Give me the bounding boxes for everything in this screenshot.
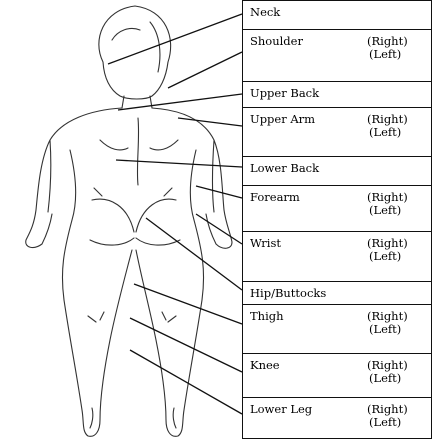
left-arm-outline bbox=[26, 108, 122, 247]
region-row[interactable]: Wrist (Right)(Left) bbox=[243, 231, 431, 281]
region-label: Lower Leg bbox=[250, 403, 312, 416]
ankle-marks bbox=[90, 408, 176, 428]
side-options: (Right)(Left) bbox=[367, 403, 408, 429]
leader-lines bbox=[108, 14, 242, 414]
region-row[interactable]: Neck bbox=[243, 1, 431, 29]
side-options: (Right)(Left) bbox=[367, 191, 408, 217]
leader-shoulder bbox=[168, 52, 242, 88]
region-row[interactable]: Lower Back bbox=[243, 156, 431, 185]
right-arm-outline bbox=[152, 108, 232, 248]
region-label: Knee bbox=[250, 359, 280, 372]
knee-marks bbox=[88, 312, 176, 322]
shoulder-blades bbox=[100, 140, 178, 150]
region-label: Shoulder bbox=[250, 35, 303, 48]
region-row[interactable]: Upper Arm (Right)(Left) bbox=[243, 107, 431, 156]
side-options: (Right)(Left) bbox=[367, 359, 408, 385]
leader-wrist bbox=[196, 214, 242, 244]
leader-knee bbox=[130, 318, 242, 372]
right-leg-outline bbox=[136, 250, 202, 436]
side-options: (Right)(Left) bbox=[367, 35, 408, 61]
leader-upper-arm bbox=[178, 118, 242, 126]
leader-hip bbox=[146, 218, 242, 290]
region-row[interactable]: Hip/Buttocks bbox=[243, 281, 431, 304]
region-label: Thigh bbox=[250, 310, 284, 323]
side-left-option[interactable]: (Left) bbox=[367, 323, 408, 336]
leader-neck bbox=[108, 14, 242, 64]
side-left-option[interactable]: (Left) bbox=[367, 204, 408, 217]
side-options: (Right)(Left) bbox=[367, 237, 408, 263]
left-leg-outline bbox=[64, 250, 132, 436]
side-options: (Right)(Left) bbox=[367, 113, 408, 139]
side-left-option[interactable]: (Left) bbox=[367, 250, 408, 263]
region-row[interactable]: Knee (Right)(Left) bbox=[243, 353, 431, 397]
leader-lower-leg bbox=[130, 350, 242, 414]
region-label: Neck bbox=[250, 6, 280, 19]
region-label: Forearm bbox=[250, 191, 300, 204]
side-left-option[interactable]: (Left) bbox=[367, 48, 408, 61]
region-row[interactable]: Upper Back bbox=[243, 81, 431, 107]
region-row[interactable]: Thigh (Right)(Left) bbox=[243, 304, 431, 353]
leader-lower-back bbox=[116, 160, 242, 167]
buttocks-outline bbox=[90, 188, 180, 245]
side-left-option[interactable]: (Left) bbox=[367, 416, 408, 429]
region-label: Lower Back bbox=[250, 162, 319, 175]
leader-forearm bbox=[196, 186, 242, 198]
hip-outline bbox=[62, 220, 203, 300]
region-label: Hip/Buttocks bbox=[250, 287, 326, 300]
region-label: Upper Arm bbox=[250, 113, 315, 126]
leader-upper-back bbox=[118, 94, 242, 110]
region-row[interactable]: Shoulder (Right)(Left) bbox=[243, 29, 431, 81]
region-label: Upper Back bbox=[250, 87, 319, 100]
side-left-option[interactable]: (Left) bbox=[367, 372, 408, 385]
region-row[interactable]: Lower Leg (Right)(Left) bbox=[243, 397, 431, 442]
leader-thigh bbox=[134, 284, 242, 324]
region-row[interactable]: Forearm (Right)(Left) bbox=[243, 185, 431, 231]
region-label: Wrist bbox=[250, 237, 281, 250]
spine-line bbox=[137, 118, 138, 185]
side-left-option[interactable]: (Left) bbox=[367, 126, 408, 139]
side-options: (Right)(Left) bbox=[367, 310, 408, 336]
